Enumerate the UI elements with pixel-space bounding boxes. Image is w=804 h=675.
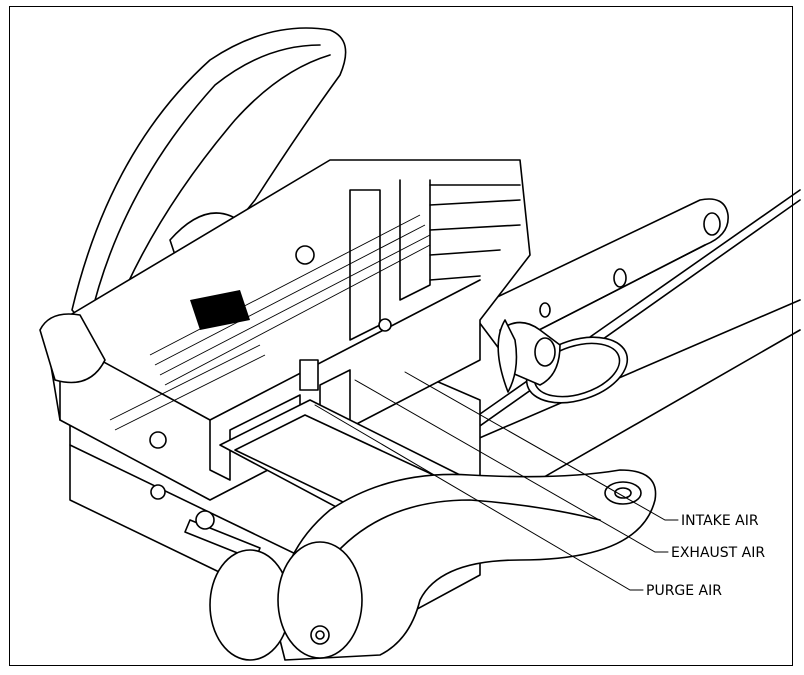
purge-air-label: PURGE AIR [646, 583, 722, 599]
exhaust-leader [354, 379, 669, 553]
bolt-bottom [150, 484, 166, 500]
bar-hole-mid [613, 268, 627, 288]
knurled-knob [190, 290, 250, 330]
intake-air-label: INTAKE AIR [681, 513, 759, 529]
section-hatch [109, 214, 431, 431]
valve-stem [299, 359, 319, 391]
exhaust-air-label: EXHAUST AIR [671, 545, 765, 561]
bar-hole-near [539, 302, 551, 318]
purge-leader [314, 404, 644, 591]
intake-leader [404, 371, 679, 521]
bolt-mid [378, 318, 392, 332]
bar-hole-end [703, 212, 721, 236]
hook-wheel [209, 469, 657, 661]
callout-leaders [314, 371, 679, 591]
end-cap [39, 313, 106, 384]
wheel-hub [310, 625, 330, 645]
bolt-top [295, 245, 315, 265]
bolt-left [149, 431, 167, 449]
pull-ring-pin [497, 319, 629, 404]
hook-eye [604, 481, 642, 505]
